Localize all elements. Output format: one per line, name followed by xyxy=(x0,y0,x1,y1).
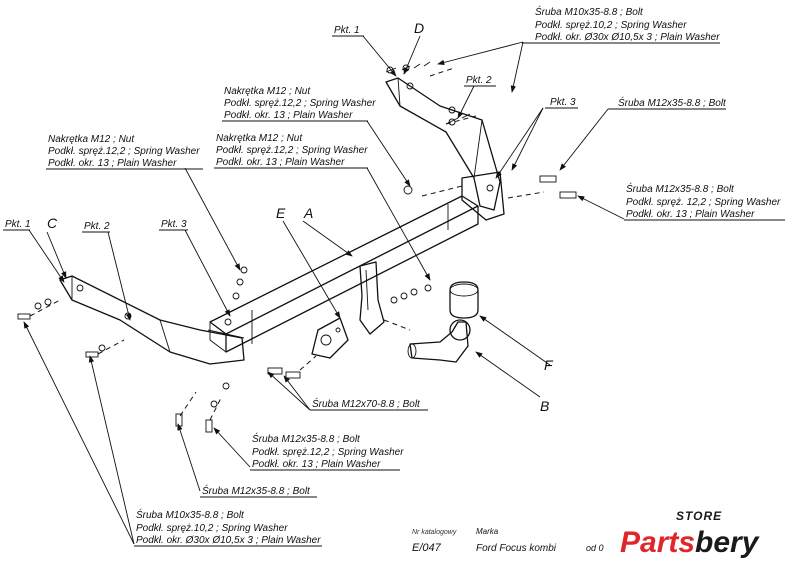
from-date: od 0 xyxy=(586,543,604,553)
part-letter-e: E xyxy=(276,205,286,221)
svg-text:Podkł. spręż.12,2 ; Spring Was: Podkł. spręż.12,2 ; Spring Washer xyxy=(216,145,368,156)
part-letter-d: D xyxy=(414,20,424,36)
callout-nut-upper: Nakrętka M12 ; Nut Podkł. spręż.12,2 ; S… xyxy=(222,86,376,122)
svg-text:Podkł. okr. 13 ; Plain Washer: Podkł. okr. 13 ; Plain Washer xyxy=(216,157,345,168)
callout-mid-bolt: Śruba M12x35-8.8 ; Bolt Podkł. spręż.12,… xyxy=(250,432,404,471)
catalog-number: E/047 xyxy=(412,542,442,554)
svg-text:Pkt. 1: Pkt. 1 xyxy=(5,219,31,230)
part-letter-f: F xyxy=(544,357,554,373)
pkt1-top-label: Pkt. 1 xyxy=(332,25,364,37)
callout-lower-bolt-single: Śruba M12x35-8.8 ; Bolt xyxy=(200,484,317,498)
brand-label: Marka xyxy=(476,527,499,536)
svg-text:Podkł. spręż.12,2 ; Spring Was: Podkł. spręż.12,2 ; Spring Washer xyxy=(224,98,376,109)
pkt3-left-label: Pkt. 3 xyxy=(159,219,188,231)
crossbar-tube-part-a xyxy=(209,195,479,353)
svg-text:Podkł. okr. 13 ; Plain Washer: Podkł. okr. 13 ; Plain Washer xyxy=(224,110,353,121)
pkt2-left-label: Pkt. 2 xyxy=(82,221,110,233)
svg-text:Nakrętka M12 ; Nut: Nakrętka M12 ; Nut xyxy=(48,134,135,145)
svg-text:Śruba M12x35-8.8 ; Bolt: Śruba M12x35-8.8 ; Bolt xyxy=(252,432,361,445)
bolt-set-right xyxy=(539,175,577,199)
pkt1-left-label: Pkt. 1 xyxy=(3,219,31,231)
part-letter-a: A xyxy=(303,205,313,221)
svg-text:Podkł. okr. 13 ; Plain Washer: Podkł. okr. 13 ; Plain Washer xyxy=(626,209,755,220)
callout-nut-center: Nakrętka M12 ; Nut Podkł. spręż.12,2 ; S… xyxy=(214,133,368,169)
svg-text:Podkł. okr. Ø30x Ø10,5x 3 ; P: Podkł. okr. Ø30x Ø10,5x 3 ; Plain Washer xyxy=(535,32,720,43)
svg-text:Podkł. spręż.10,2 ; Spring Was: Podkł. spręż.10,2 ; Spring Washer xyxy=(535,20,687,31)
part-letter-c: C xyxy=(47,215,58,231)
vehicle-model: Ford Focus kombi xyxy=(476,543,557,554)
svg-text:Śruba M12x35-8.8 ; Bolt: Śruba M12x35-8.8 ; Bolt xyxy=(202,484,311,497)
catalog-number-label: Nr katalogowy xyxy=(412,529,457,536)
svg-text:Śruba M10x35-8.8 ; Bolt: Śruba M10x35-8.8 ; Bolt xyxy=(136,508,245,521)
pkt3-top-label: Pkt. 3 xyxy=(545,97,578,109)
svg-text:Śruba M12x35-8.8 ; Bolt: Śruba M12x35-8.8 ; Bolt xyxy=(626,182,735,195)
socket-plate-part-e xyxy=(311,317,349,359)
svg-text:Pkt. 3: Pkt. 3 xyxy=(550,97,576,108)
svg-text:Partsbery: Partsbery xyxy=(620,526,760,559)
svg-text:Podkł. spręż. 12,2 ; Spring Wa: Podkł. spręż. 12,2 ; Spring Washer xyxy=(626,197,781,208)
partsbery-store-logo: STORE Partsbery xyxy=(620,509,760,559)
svg-text:Pkt. 3: Pkt. 3 xyxy=(161,219,187,230)
svg-text:Podkł. okr. 13 ; Plain Washer: Podkł. okr. 13 ; Plain Washer xyxy=(48,158,177,169)
callout-top-bolt: Śruba M10x35-8.8 ; Bolt Podkł. spręż.10,… xyxy=(522,5,720,44)
callout-nut-left: Nakrętka M12 ; Nut Podkł. spręż.12,2 ; S… xyxy=(46,134,203,170)
neck-bracket xyxy=(359,261,385,335)
part-letter-b: B xyxy=(540,398,549,414)
tow-ball-bar-part-b xyxy=(407,319,471,363)
svg-text:Podkł. spręż.10,2 ; Spring Was: Podkł. spręż.10,2 ; Spring Washer xyxy=(136,523,288,534)
svg-text:Śruba M10x35-8.8 ; Bolt: Śruba M10x35-8.8 ; Bolt xyxy=(535,5,644,18)
callout-right-bolt-single: Śruba M12x35-8.8 ; Bolt xyxy=(608,96,727,110)
callout-right-bolt: Śruba M12x35-8.8 ; Bolt Podkł. spręż. 12… xyxy=(624,182,785,221)
svg-text:Pkt. 2: Pkt. 2 xyxy=(84,221,110,232)
bolt-set-nuts-center xyxy=(390,185,432,304)
svg-text:Nakrętka M12 ; Nut: Nakrętka M12 ; Nut xyxy=(224,86,311,97)
svg-text:Podkł. spręż.12,2 ; Spring Was: Podkł. spręż.12,2 ; Spring Washer xyxy=(48,146,200,157)
svg-text:STORE: STORE xyxy=(676,509,722,523)
svg-text:Śruba M12x35-8.8 ; Bolt: Śruba M12x35-8.8 ; Bolt xyxy=(618,96,727,109)
svg-text:Podkł. spręż.12,2 ; Spring Was: Podkł. spręż.12,2 ; Spring Washer xyxy=(252,447,404,458)
svg-text:Podkł. okr. Ø30x Ø10,5x 3 ; P: Podkł. okr. Ø30x Ø10,5x 3 ; Plain Washer xyxy=(136,535,321,546)
pkt2-top-label: Pkt. 2 xyxy=(464,75,496,87)
svg-text:Podkł. okr. 13 ; Plain Washer: Podkł. okr. 13 ; Plain Washer xyxy=(252,459,381,470)
svg-text:Pkt. 1: Pkt. 1 xyxy=(334,25,360,36)
svg-text:Pkt. 2: Pkt. 2 xyxy=(466,75,492,86)
title-block: Nr katalogowy Marka E/047 Ford Focus kom… xyxy=(412,527,604,554)
svg-text:Nakrętka M12 ; Nut: Nakrętka M12 ; Nut xyxy=(216,133,303,144)
svg-text:Śruba M12x70-8.8 ; Bolt: Śruba M12x70-8.8 ; Bolt xyxy=(312,397,421,410)
callout-center-bolt-m12x70: Śruba M12x70-8.8 ; Bolt xyxy=(310,397,428,411)
ball-cap-part-f xyxy=(449,281,479,319)
callout-bottom-bolt: Śruba M10x35-8.8 ; Bolt Podkł. spręż.10,… xyxy=(134,508,322,547)
right-bracket-part-d xyxy=(385,77,505,221)
bolt-set-left-nuts xyxy=(232,266,248,300)
